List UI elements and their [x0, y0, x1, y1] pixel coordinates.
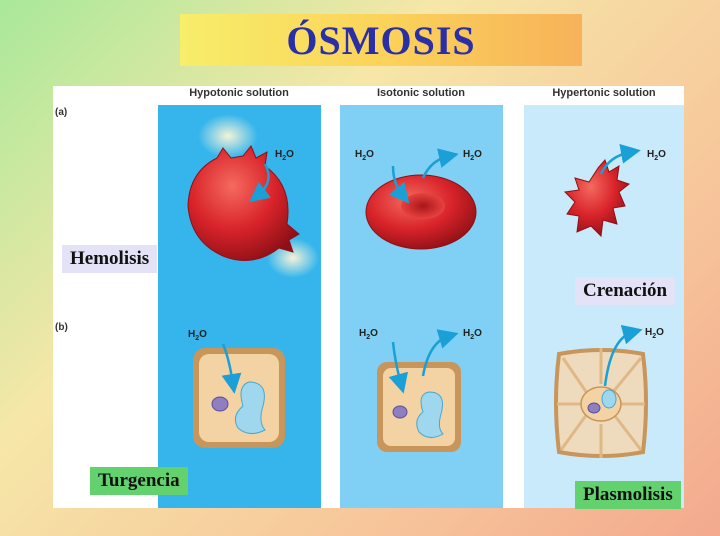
column-header-hypertonic: Hypertonic solution — [552, 87, 656, 99]
label-turgencia: Turgencia — [90, 467, 188, 495]
column-header-hypotonic: Hypotonic solution — [189, 87, 289, 99]
plasmolyzed-plant-cell — [554, 348, 648, 458]
title-banner: ÓSMOSIS — [180, 14, 582, 66]
normal-red-blood-cell — [365, 174, 477, 250]
label-hemolisis: Hemolisis — [62, 245, 158, 273]
burst-glow-top — [198, 114, 258, 158]
water-label-hypotonic-b: H2O — [188, 329, 207, 342]
normal-plant-cell — [377, 362, 461, 452]
water-arrow-out-hypertonic-a — [599, 143, 641, 175]
crenated-red-blood-cell — [563, 159, 631, 238]
water-arrow-in-isotonic-a — [388, 165, 410, 204]
water-label-isotonic-a-out: H2O — [463, 149, 482, 162]
row-label-b: (b) — [55, 322, 68, 333]
water-label-isotonic-a-in: H2O — [355, 149, 374, 162]
water-arrow-out-isotonic-b — [421, 329, 459, 377]
label-plasmolisis: Plasmolisis — [575, 481, 681, 509]
water-arrow-out-isotonic-a — [421, 148, 459, 179]
page-title: ÓSMOSIS — [286, 17, 476, 63]
turgid-plant-cell — [193, 348, 285, 448]
label-crenacion: Crenación — [575, 277, 676, 305]
water-arrow-in-hypotonic-b — [221, 343, 242, 394]
swollen-red-blood-cell — [187, 145, 300, 261]
row-label-a: (a) — [55, 107, 68, 118]
water-label-hypertonic-b: H2O — [645, 327, 664, 340]
water-arrow-out-hypertonic-b — [603, 324, 643, 387]
water-label-hypotonic-a: H2O — [275, 149, 294, 162]
column-header-isotonic: Isotonic solution — [377, 87, 465, 99]
water-label-hypertonic-a: H2O — [647, 149, 666, 162]
water-arrow-in-hypotonic — [249, 163, 272, 203]
water-label-isotonic-b-out: H2O — [463, 328, 482, 341]
water-label-isotonic-b-in: H2O — [359, 328, 378, 341]
osmosis-illustration: H2O H2O H2O H2O H2O — [187, 114, 666, 458]
water-arrow-in-isotonic-b — [388, 341, 409, 394]
